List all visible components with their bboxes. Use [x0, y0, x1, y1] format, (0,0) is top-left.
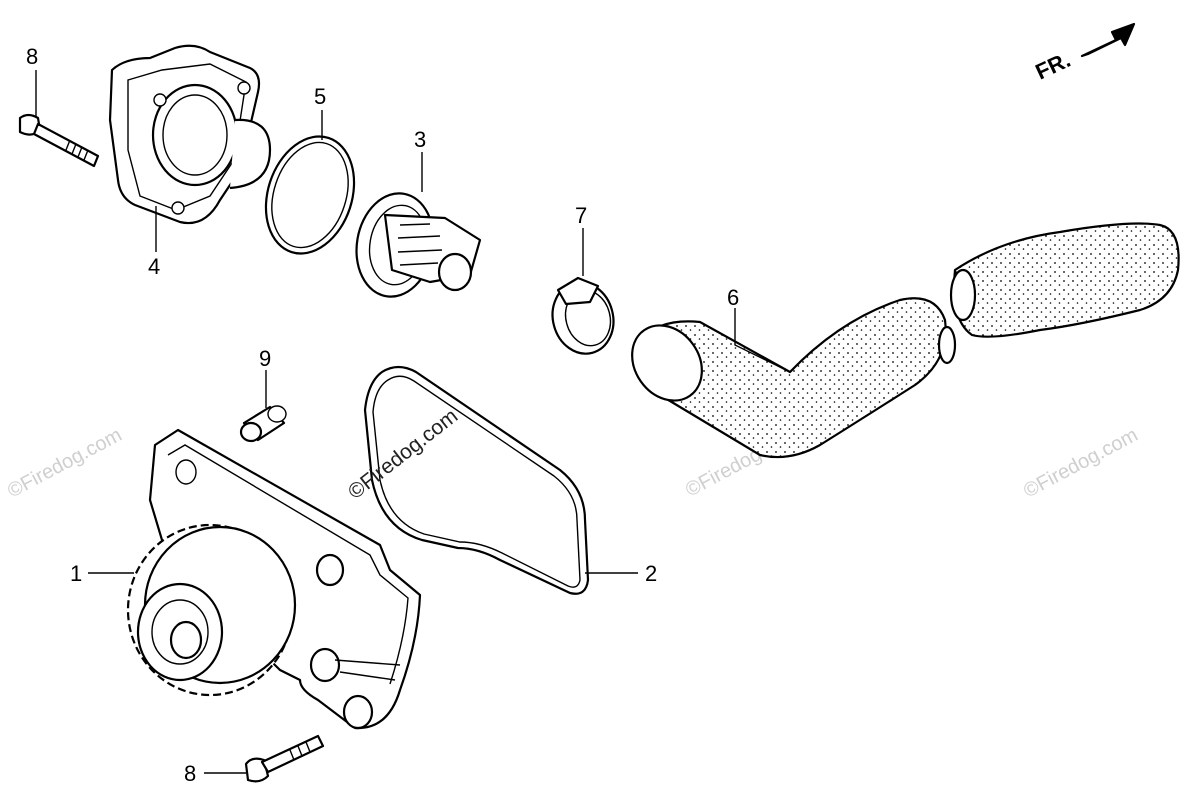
callout-7: 7: [575, 203, 587, 228]
callout-labels: 8 5 3 4 7 6 9 1 2 8: [26, 44, 739, 786]
front-direction-label: FR.: [1032, 47, 1075, 85]
callout-leaders: [35, 70, 791, 774]
callout-9: 9: [259, 346, 271, 371]
callout-8-top: 8: [26, 44, 38, 69]
front-direction-indicator: FR.: [1032, 22, 1136, 85]
callout-6: 6: [727, 285, 739, 310]
thermostat-cover: [108, 44, 272, 225]
flange-bolt-bottom: [244, 734, 325, 783]
callout-3: 3: [414, 127, 426, 152]
watermark-right: ©Firedog.com: [1020, 424, 1141, 503]
water-hose: [631, 222, 1180, 459]
hose-clamp: [551, 276, 615, 355]
flange-bolt-top: [18, 113, 100, 168]
callout-1: 1: [70, 561, 82, 586]
pump-gasket: [363, 365, 590, 595]
thermostat: [355, 192, 482, 298]
callout-2: 2: [645, 561, 657, 586]
callout-8-bottom: 8: [184, 761, 196, 786]
watermark-left: ©Firedog.com: [4, 424, 125, 503]
callout-5: 5: [314, 84, 326, 109]
water-pump: [126, 428, 422, 730]
o-ring: [264, 135, 356, 255]
front-arrow-icon: [1080, 22, 1136, 58]
dowel-pin: [239, 405, 287, 443]
callout-4: 4: [148, 254, 160, 279]
